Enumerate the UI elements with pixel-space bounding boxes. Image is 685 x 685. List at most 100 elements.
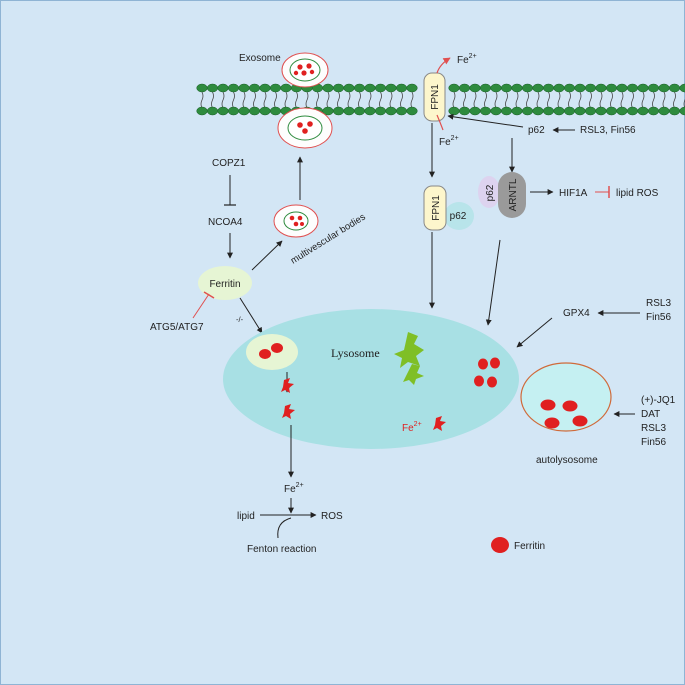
lipid-head — [322, 83, 334, 93]
lipid-tail — [536, 91, 540, 109]
lipid-tail — [473, 91, 477, 109]
lipid-tail — [253, 91, 256, 109]
lipid-tail — [620, 91, 624, 109]
lysosome — [223, 309, 519, 449]
lipid-tail — [274, 91, 277, 109]
lipid-tail — [221, 91, 225, 109]
lipid-head — [343, 83, 355, 93]
p62-arntl-complex: p62 ARNTL — [478, 172, 526, 218]
hif1a-label: HIF1A — [559, 188, 588, 199]
lipid-head — [469, 83, 481, 93]
lipid-head — [616, 106, 628, 116]
lipid-tail — [200, 91, 204, 109]
lipid-tail — [652, 91, 655, 109]
lipid-tail — [305, 91, 309, 109]
gpx4-rsl3-label: RSL3 — [646, 298, 671, 309]
cell-membrane — [196, 83, 685, 116]
lipid-tail — [410, 91, 414, 109]
lipid-head — [616, 83, 628, 93]
lipid-head — [332, 83, 345, 93]
lipid-head — [574, 106, 586, 116]
lipid-head — [658, 83, 670, 93]
lipid-tail — [242, 91, 246, 109]
lipid-head — [458, 106, 471, 116]
ferritin-particle — [474, 375, 484, 387]
membrane-heads-top — [196, 83, 685, 93]
lipid-head — [458, 83, 471, 93]
ferritin-particle — [478, 358, 488, 370]
lipid-tail — [400, 91, 403, 109]
lipid-head — [542, 106, 555, 116]
lipid-head — [511, 83, 523, 93]
ferritin-fragment — [282, 404, 295, 419]
lipid-tail — [505, 91, 508, 109]
lipid-head — [679, 106, 685, 116]
lipid-head — [395, 106, 408, 116]
ferritin-fragment — [281, 378, 294, 393]
exosome-fusing-vesicle — [277, 107, 333, 149]
arntl-to-lysosome-arrow — [485, 239, 501, 326]
lipid-tail — [463, 91, 466, 109]
lipid-head — [668, 106, 681, 116]
lysosome-fe-label: Fe2+ — [402, 421, 422, 434]
lipid-tail — [662, 91, 666, 109]
autolysosome — [520, 362, 612, 432]
inducer-item: RSL3 — [641, 423, 666, 434]
lipid-head — [647, 106, 660, 116]
lipid-head — [647, 83, 660, 93]
membrane-heads-bottom — [196, 106, 685, 116]
lipid-head — [490, 83, 502, 93]
ferritin-particle — [487, 376, 497, 388]
lipid-head — [626, 83, 639, 93]
lipid-ros-label: lipid ROS — [616, 188, 659, 199]
lipid-tail — [284, 91, 288, 109]
lipid-head — [553, 83, 565, 93]
lipid-tail — [526, 91, 529, 109]
lipid-head — [280, 83, 292, 93]
lipid-tail — [326, 91, 330, 109]
lipid-tail — [337, 91, 340, 109]
lipid-tail — [316, 91, 319, 109]
lipid-tail — [578, 91, 582, 109]
lipid-head — [248, 106, 261, 116]
ferritin-node — [198, 266, 252, 300]
lipid-head — [637, 106, 649, 116]
lipid-head — [679, 83, 685, 93]
lipid-head — [406, 106, 418, 116]
ferritin-particle — [562, 400, 578, 412]
lipid-head — [259, 83, 271, 93]
fe-release-stroke — [436, 114, 444, 131]
lipid-head — [521, 106, 534, 116]
fe-efflux-label: Fe2+ — [457, 53, 477, 66]
ncoa4-label: NCOA4 — [208, 217, 243, 228]
atg-superscript: -/- — [236, 315, 244, 324]
lipid-head — [637, 83, 649, 93]
lipid-head — [595, 106, 607, 116]
lipid-head — [364, 83, 376, 93]
fenton-label: Fenton reaction — [247, 544, 317, 555]
lipid-label: lipid — [237, 511, 255, 522]
lipid-head — [563, 106, 576, 116]
lipid-head — [385, 106, 397, 116]
ferritin-particle — [271, 343, 283, 353]
lipid-head — [532, 83, 544, 93]
lipid-head — [553, 106, 565, 116]
lipid-head — [374, 106, 387, 116]
p62-top-label: p62 — [528, 125, 545, 136]
lipid-head — [238, 83, 250, 93]
lipid-tail — [484, 91, 487, 109]
lipid-head — [196, 83, 208, 93]
ferritin-particle — [544, 417, 560, 429]
lipid-head — [605, 83, 618, 93]
lipid-tail — [515, 91, 519, 109]
lipid-tail — [295, 91, 298, 109]
lipid-head — [605, 106, 618, 116]
lipid-head — [269, 83, 282, 93]
lipid-head — [668, 83, 681, 93]
inducers-top-label: RSL3, Fin56 — [580, 125, 636, 136]
membrane-lipid-tails — [200, 91, 685, 109]
lipid-head — [511, 106, 523, 116]
p62-to-fpn1-arrow — [447, 113, 524, 128]
lipid-tail — [589, 91, 592, 109]
